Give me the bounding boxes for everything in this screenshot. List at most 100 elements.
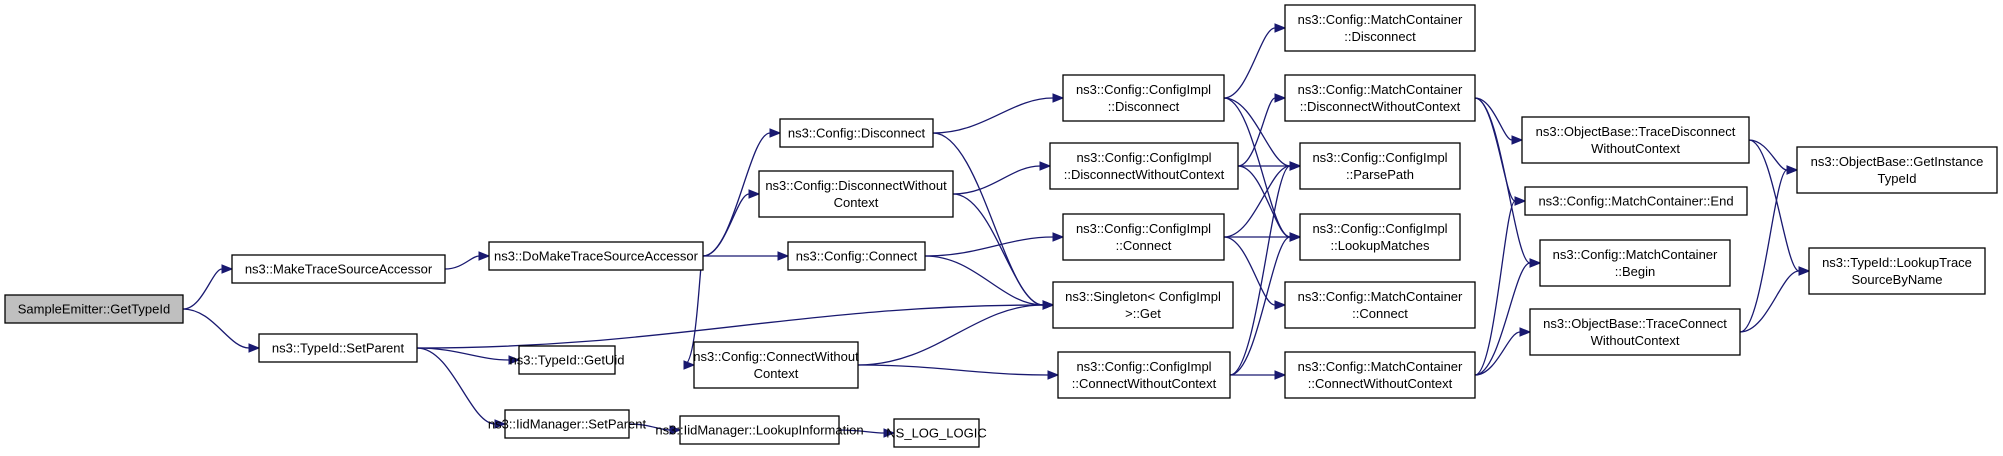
node-ns3-config-configimpl-disconnect[interactable]: ns3::Config::ConfigImpl::Disconnect — [1062, 74, 1225, 122]
node-ns3-config-configimpl-parsepath[interactable]: ns3::Config::ConfigImpl::ParsePath — [1299, 142, 1461, 190]
node-ns-log-logic[interactable]: NS_LOG_LOGIC — [886, 418, 987, 448]
edge-n7-to-n15 — [857, 304, 1044, 366]
node-ns3-config-configimpl-lookupmatches[interactable]: ns3::Config::ConfigImpl::LookupMatches — [1299, 213, 1461, 261]
node-ns3-objectbase-tracedisconnectwithoutcontext[interactable]: ns3::ObjectBase::TraceDisconnectWithoutC… — [1521, 116, 1750, 164]
node-label-line: ns3::Config::MatchContainer — [1553, 247, 1718, 262]
arrowhead-icon — [1052, 93, 1065, 103]
arrowhead-icon — [669, 425, 682, 435]
node-ns3-config-matchcontainer-disconnectwithoutcontext[interactable]: ns3::Config::MatchContainer::DisconnectW… — [1284, 74, 1476, 122]
node-ns3-typeid-setparent[interactable]: ns3::TypeId::SetParent — [258, 333, 418, 363]
node-label-line: ::DisconnectWithoutContext — [1064, 167, 1225, 182]
node-ns3-config-configimpl-connectwithoutcontext[interactable]: ns3::Config::ConfigImpl::ConnectWithoutC… — [1057, 351, 1231, 399]
edge-n23-to-n27 — [1748, 139, 1788, 171]
arrowhead-icon — [1042, 300, 1055, 310]
node-label-line: NS_LOG_LOGIC — [886, 426, 986, 441]
arrowhead-icon — [1052, 232, 1065, 242]
arrowhead-icon — [221, 264, 234, 274]
node-ns3-iidmanager-lookupinformation[interactable]: ns3::IidManager::LookupInformation — [655, 415, 864, 445]
node-ns3-config-matchcontainer-connectwithoutcontext[interactable]: ns3::Config::MatchContainer::ConnectWith… — [1284, 351, 1476, 399]
edge-n13-to-n20 — [1237, 165, 1291, 238]
edge-n12-to-n17 — [1223, 27, 1276, 99]
node-ns3-config-matchcontainer-connect[interactable]: ns3::Config::MatchContainer::Connect — [1284, 281, 1476, 329]
arrowhead-icon — [1289, 232, 1302, 242]
node-label-line: ns3::TypeId::LookupTrace — [1822, 255, 1972, 270]
node-label-line: ns3::Config::ConfigImpl — [1312, 221, 1447, 236]
node-ns3-config-connectwithoutcontext[interactable]: ns3::Config::ConnectWithoutContext — [693, 341, 859, 389]
edge-n16-to-n19 — [1229, 165, 1291, 376]
node-box — [679, 415, 840, 445]
edge-n22-to-n25 — [1474, 262, 1531, 376]
edge-n6-to-n15 — [924, 255, 1044, 306]
node-box — [1062, 213, 1225, 261]
edge-n1-to-n3 — [444, 255, 480, 270]
edge-n4-to-n15 — [932, 132, 1044, 306]
node-label-line: >::Get — [1125, 306, 1161, 321]
node-box — [4, 294, 184, 324]
arrowhead-icon — [769, 128, 782, 138]
node-box — [693, 341, 859, 389]
node-sampleemitter-gettypeid[interactable]: SampleEmitter::GetTypeId — [4, 294, 184, 324]
node-box — [488, 241, 704, 271]
arrowhead-icon — [1274, 93, 1287, 103]
nodes-layer: SampleEmitter::GetTypeId ns3::MakeTraceSo… — [4, 4, 1998, 448]
edge-n2-to-n8 — [416, 347, 510, 361]
node-box — [1049, 142, 1239, 190]
arrowhead-icon — [1519, 327, 1532, 337]
arrowhead-icon — [248, 343, 261, 353]
node-ns3-typeid-getuid[interactable]: ns3::TypeId::GetUid — [510, 345, 625, 375]
edge-n26-to-n28 — [1739, 270, 1800, 333]
node-ns3-config-disconnectwithoutcontext[interactable]: ns3::Config::DisconnectWithoutContext — [758, 170, 954, 218]
node-ns3-singleton-configimpl-get[interactable]: ns3::Singleton< ConfigImpl>::Get — [1052, 281, 1234, 329]
arrowhead-icon — [1529, 258, 1542, 268]
node-label-line: ::Disconnect — [1344, 29, 1416, 44]
node-ns3-iidmanager-setparent[interactable]: ns3::IidManager::SetParent — [488, 409, 647, 439]
node-label-line: ns3::Config::ConfigImpl — [1076, 150, 1211, 165]
node-label-line: ns3::TypeId::SetParent — [272, 341, 405, 356]
edge-n18-to-n25 — [1474, 97, 1531, 264]
node-ns3-objectbase-traceconnectwithoutcontext[interactable]: ns3::ObjectBase::TraceConnectWithoutCont… — [1529, 308, 1741, 356]
edge-n23-to-n28 — [1748, 139, 1800, 272]
node-box — [893, 418, 980, 448]
edge-n3-to-n5 — [702, 193, 750, 257]
node-label-line: ns3::Config::ConnectWithout — [693, 349, 859, 364]
node-ns3-config-matchcontainer-disconnect[interactable]: ns3::Config::MatchContainer::Disconnect — [1284, 4, 1476, 52]
node-label-line: ns3::DoMakeTraceSourceAccessor — [494, 249, 699, 264]
arrowhead-icon — [508, 355, 521, 365]
node-label-line: Context — [834, 195, 879, 210]
edges-layer — [182, 23, 1811, 438]
node-ns3-domaketracesourceaccessor[interactable]: ns3::DoMakeTraceSourceAccessor — [488, 241, 704, 271]
node-label-line: Context — [754, 366, 799, 381]
node-label-line: ::Disconnect — [1108, 99, 1180, 114]
node-label-line: ::Begin — [1615, 264, 1655, 279]
arrowhead-icon — [748, 189, 761, 199]
node-label-line: ns3::Config::MatchContainer::End — [1538, 194, 1733, 209]
node-label-line: WithoutContext — [1591, 333, 1680, 348]
node-label-line: TypeId — [1877, 171, 1916, 186]
arrowhead-icon — [683, 360, 696, 370]
node-ns3-config-matchcontainer-end[interactable]: ns3::Config::MatchContainer::End — [1524, 186, 1748, 216]
node-box — [1539, 239, 1731, 287]
node-ns3-config-matchcontainer-begin[interactable]: ns3::Config::MatchContainer::Begin — [1539, 239, 1731, 287]
arrowhead-icon — [1289, 161, 1302, 171]
edge-n14-to-n19 — [1223, 165, 1291, 238]
node-label-line: ::ConnectWithoutContext — [1072, 376, 1217, 391]
edge-n16-to-n20 — [1229, 236, 1291, 376]
node-label-line: ns3::IidManager::LookupInformation — [655, 423, 863, 438]
node-ns3-maketracesourceaccessor[interactable]: ns3::MakeTraceSourceAccessor — [231, 254, 446, 284]
node-label-line: ns3::Config::Connect — [796, 249, 918, 264]
node-ns3-config-disconnect[interactable]: ns3::Config::Disconnect — [779, 118, 934, 148]
node-label-line: ns3::TypeId::GetUid — [510, 353, 625, 368]
node-box — [1284, 74, 1476, 122]
edge-n5-to-n13 — [952, 165, 1041, 195]
node-ns3-config-configimpl-disconnectwithoutcontext[interactable]: ns3::Config::ConfigImpl::DisconnectWitho… — [1049, 142, 1239, 190]
node-ns3-config-configimpl-connect[interactable]: ns3::Config::ConfigImpl::Connect — [1062, 213, 1225, 261]
edge-n18-to-n24 — [1474, 97, 1516, 202]
edge-n2-to-n15 — [416, 304, 1044, 349]
arrowhead-icon — [478, 251, 491, 261]
arrowhead-icon — [1274, 300, 1287, 310]
arrowhead-icon — [883, 428, 896, 438]
arrowhead-icon — [1047, 370, 1060, 380]
node-ns3-config-connect[interactable]: ns3::Config::Connect — [787, 241, 926, 271]
